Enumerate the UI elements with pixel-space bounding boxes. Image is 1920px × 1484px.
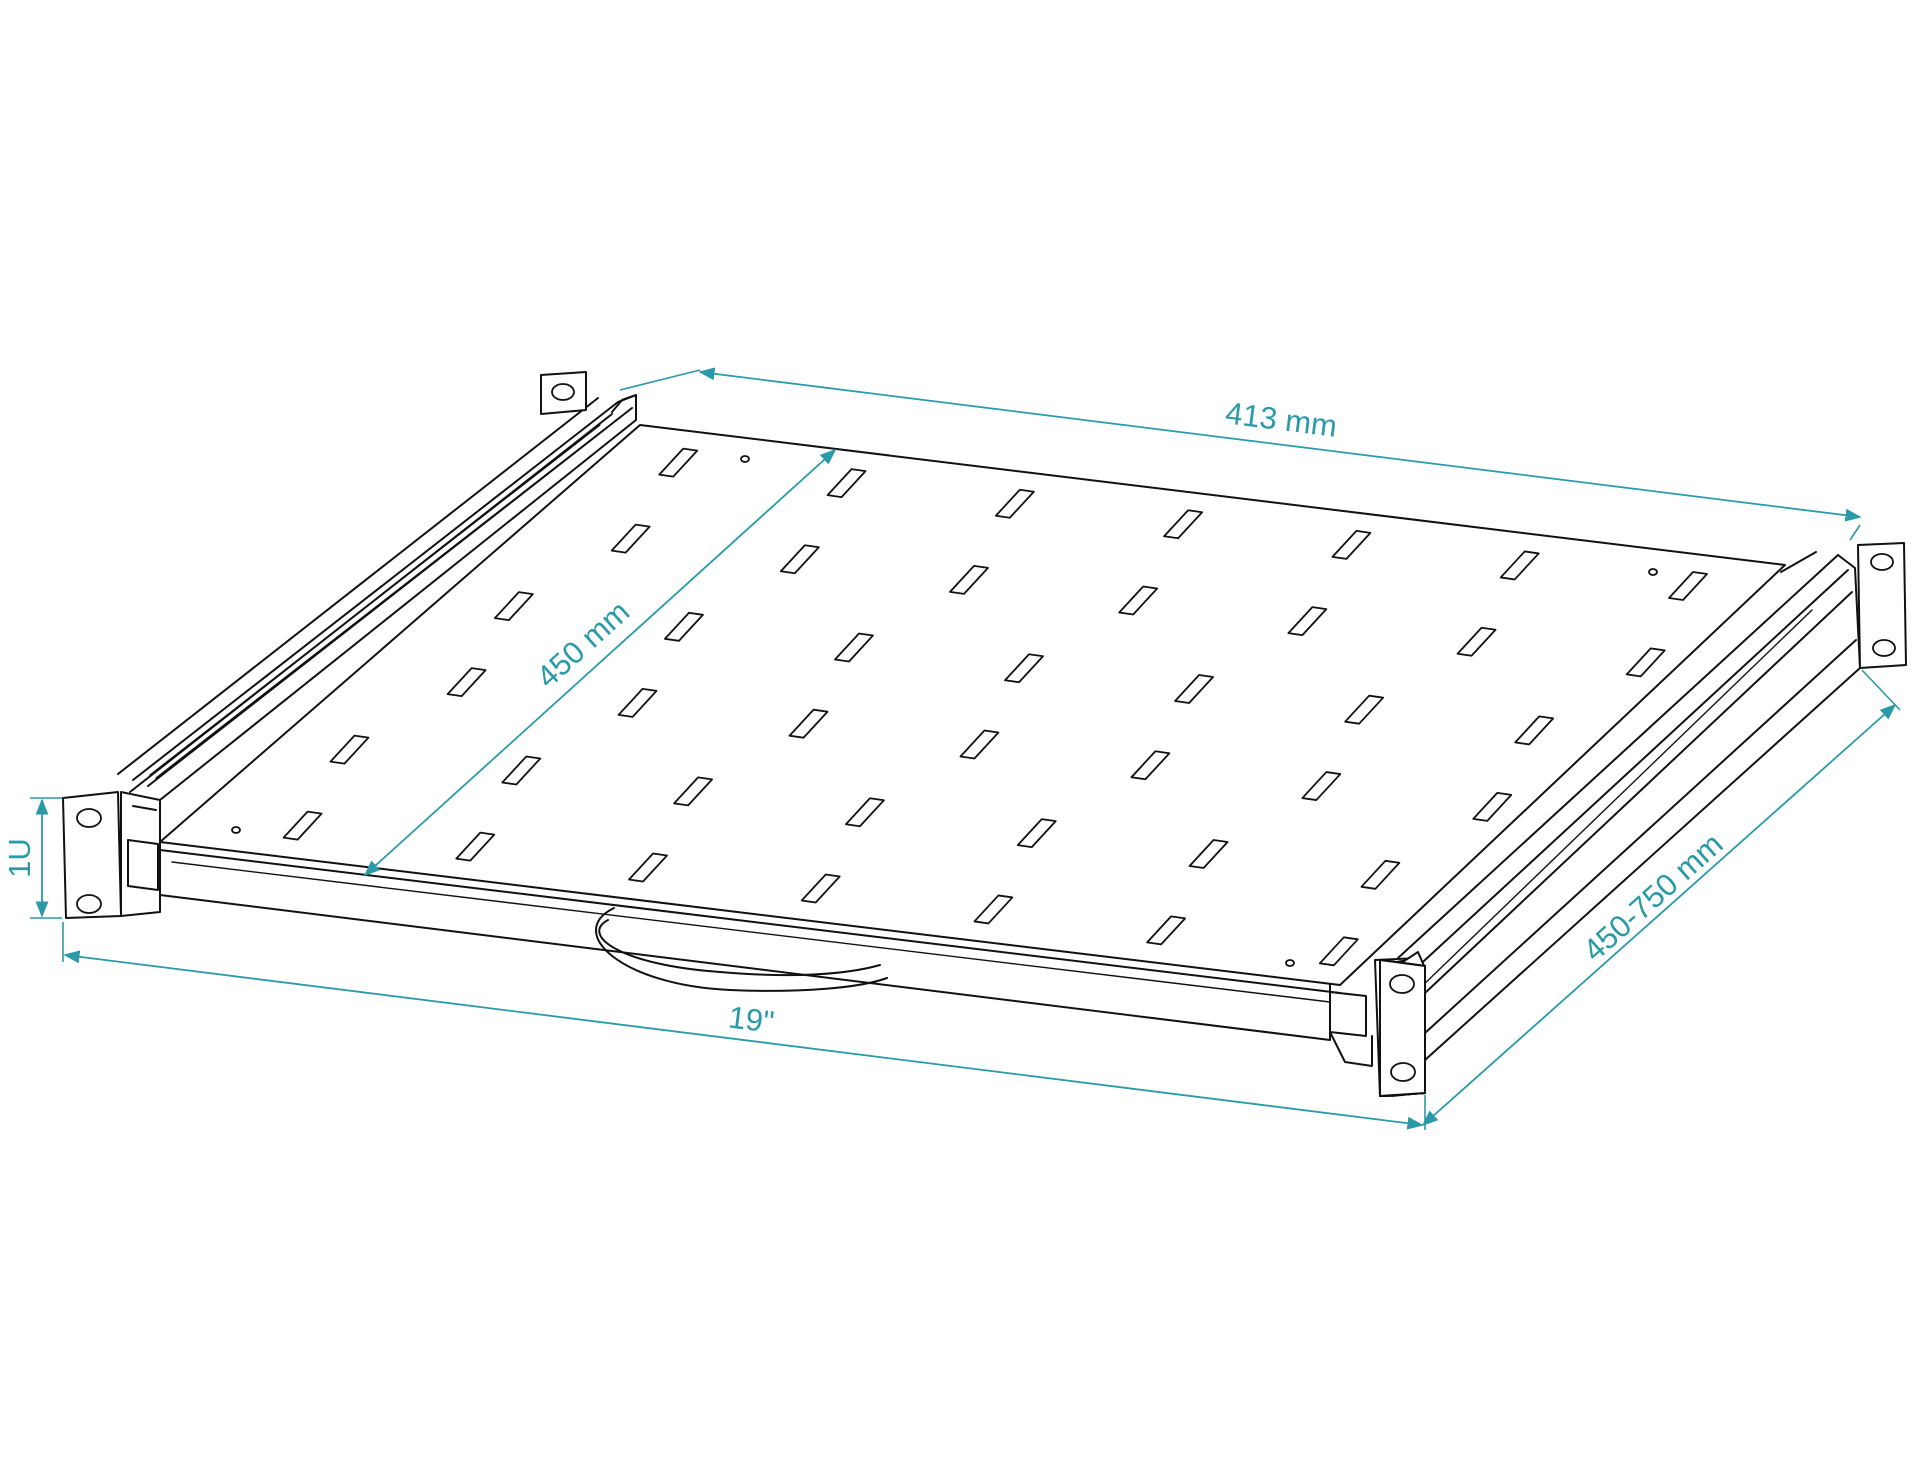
- left-front-bracket: [62, 791, 161, 919]
- right-rear-bracket: [1857, 542, 1907, 669]
- vent-slot: [1331, 529, 1372, 560]
- left-rear-bracket: [540, 371, 587, 415]
- vent-slot: [1287, 606, 1328, 637]
- dimension-label-rack-width: 19": [727, 999, 776, 1039]
- tray-top-surface: [159, 424, 1786, 986]
- vent-slot: [845, 797, 885, 828]
- bracket-hole: [1870, 553, 1894, 571]
- vent-slot: [282, 810, 323, 841]
- vent-slot: [800, 873, 841, 904]
- vent-slot: [1360, 859, 1401, 890]
- dimension-19in: 19": [62, 922, 1424, 1130]
- vent-slot: [949, 564, 989, 595]
- vent-slot: [1301, 771, 1342, 801]
- vent-slot: [973, 894, 1014, 925]
- bracket-hole: [1872, 639, 1896, 657]
- vent-slot: [1174, 674, 1214, 704]
- vent-slot: [1188, 839, 1229, 869]
- dimension-label-width: 413 mm: [1224, 395, 1339, 444]
- vent-slot: [1016, 818, 1057, 848]
- vent-slot: [1146, 915, 1187, 946]
- bracket-hole: [76, 894, 102, 914]
- dimension-label-adjustable-depth: 450-750 mm: [1576, 826, 1729, 968]
- vent-slot: [1456, 626, 1497, 657]
- vent-slot: [1668, 571, 1708, 601]
- vent-slot: [1004, 653, 1044, 684]
- dimension-1u: 1U: [2, 797, 62, 919]
- vent-slot: [1130, 750, 1171, 781]
- dimension-label-height: 1U: [2, 838, 37, 878]
- vent-slot: [1625, 647, 1666, 678]
- bracket-hole: [76, 808, 102, 828]
- vent-slot: [1499, 550, 1540, 581]
- vent-slot: [834, 632, 874, 663]
- vent-slot: [1118, 585, 1159, 616]
- shelf-tray: [159, 424, 1786, 1041]
- vent-slot: [959, 729, 1000, 760]
- vent-slot: [1344, 694, 1385, 725]
